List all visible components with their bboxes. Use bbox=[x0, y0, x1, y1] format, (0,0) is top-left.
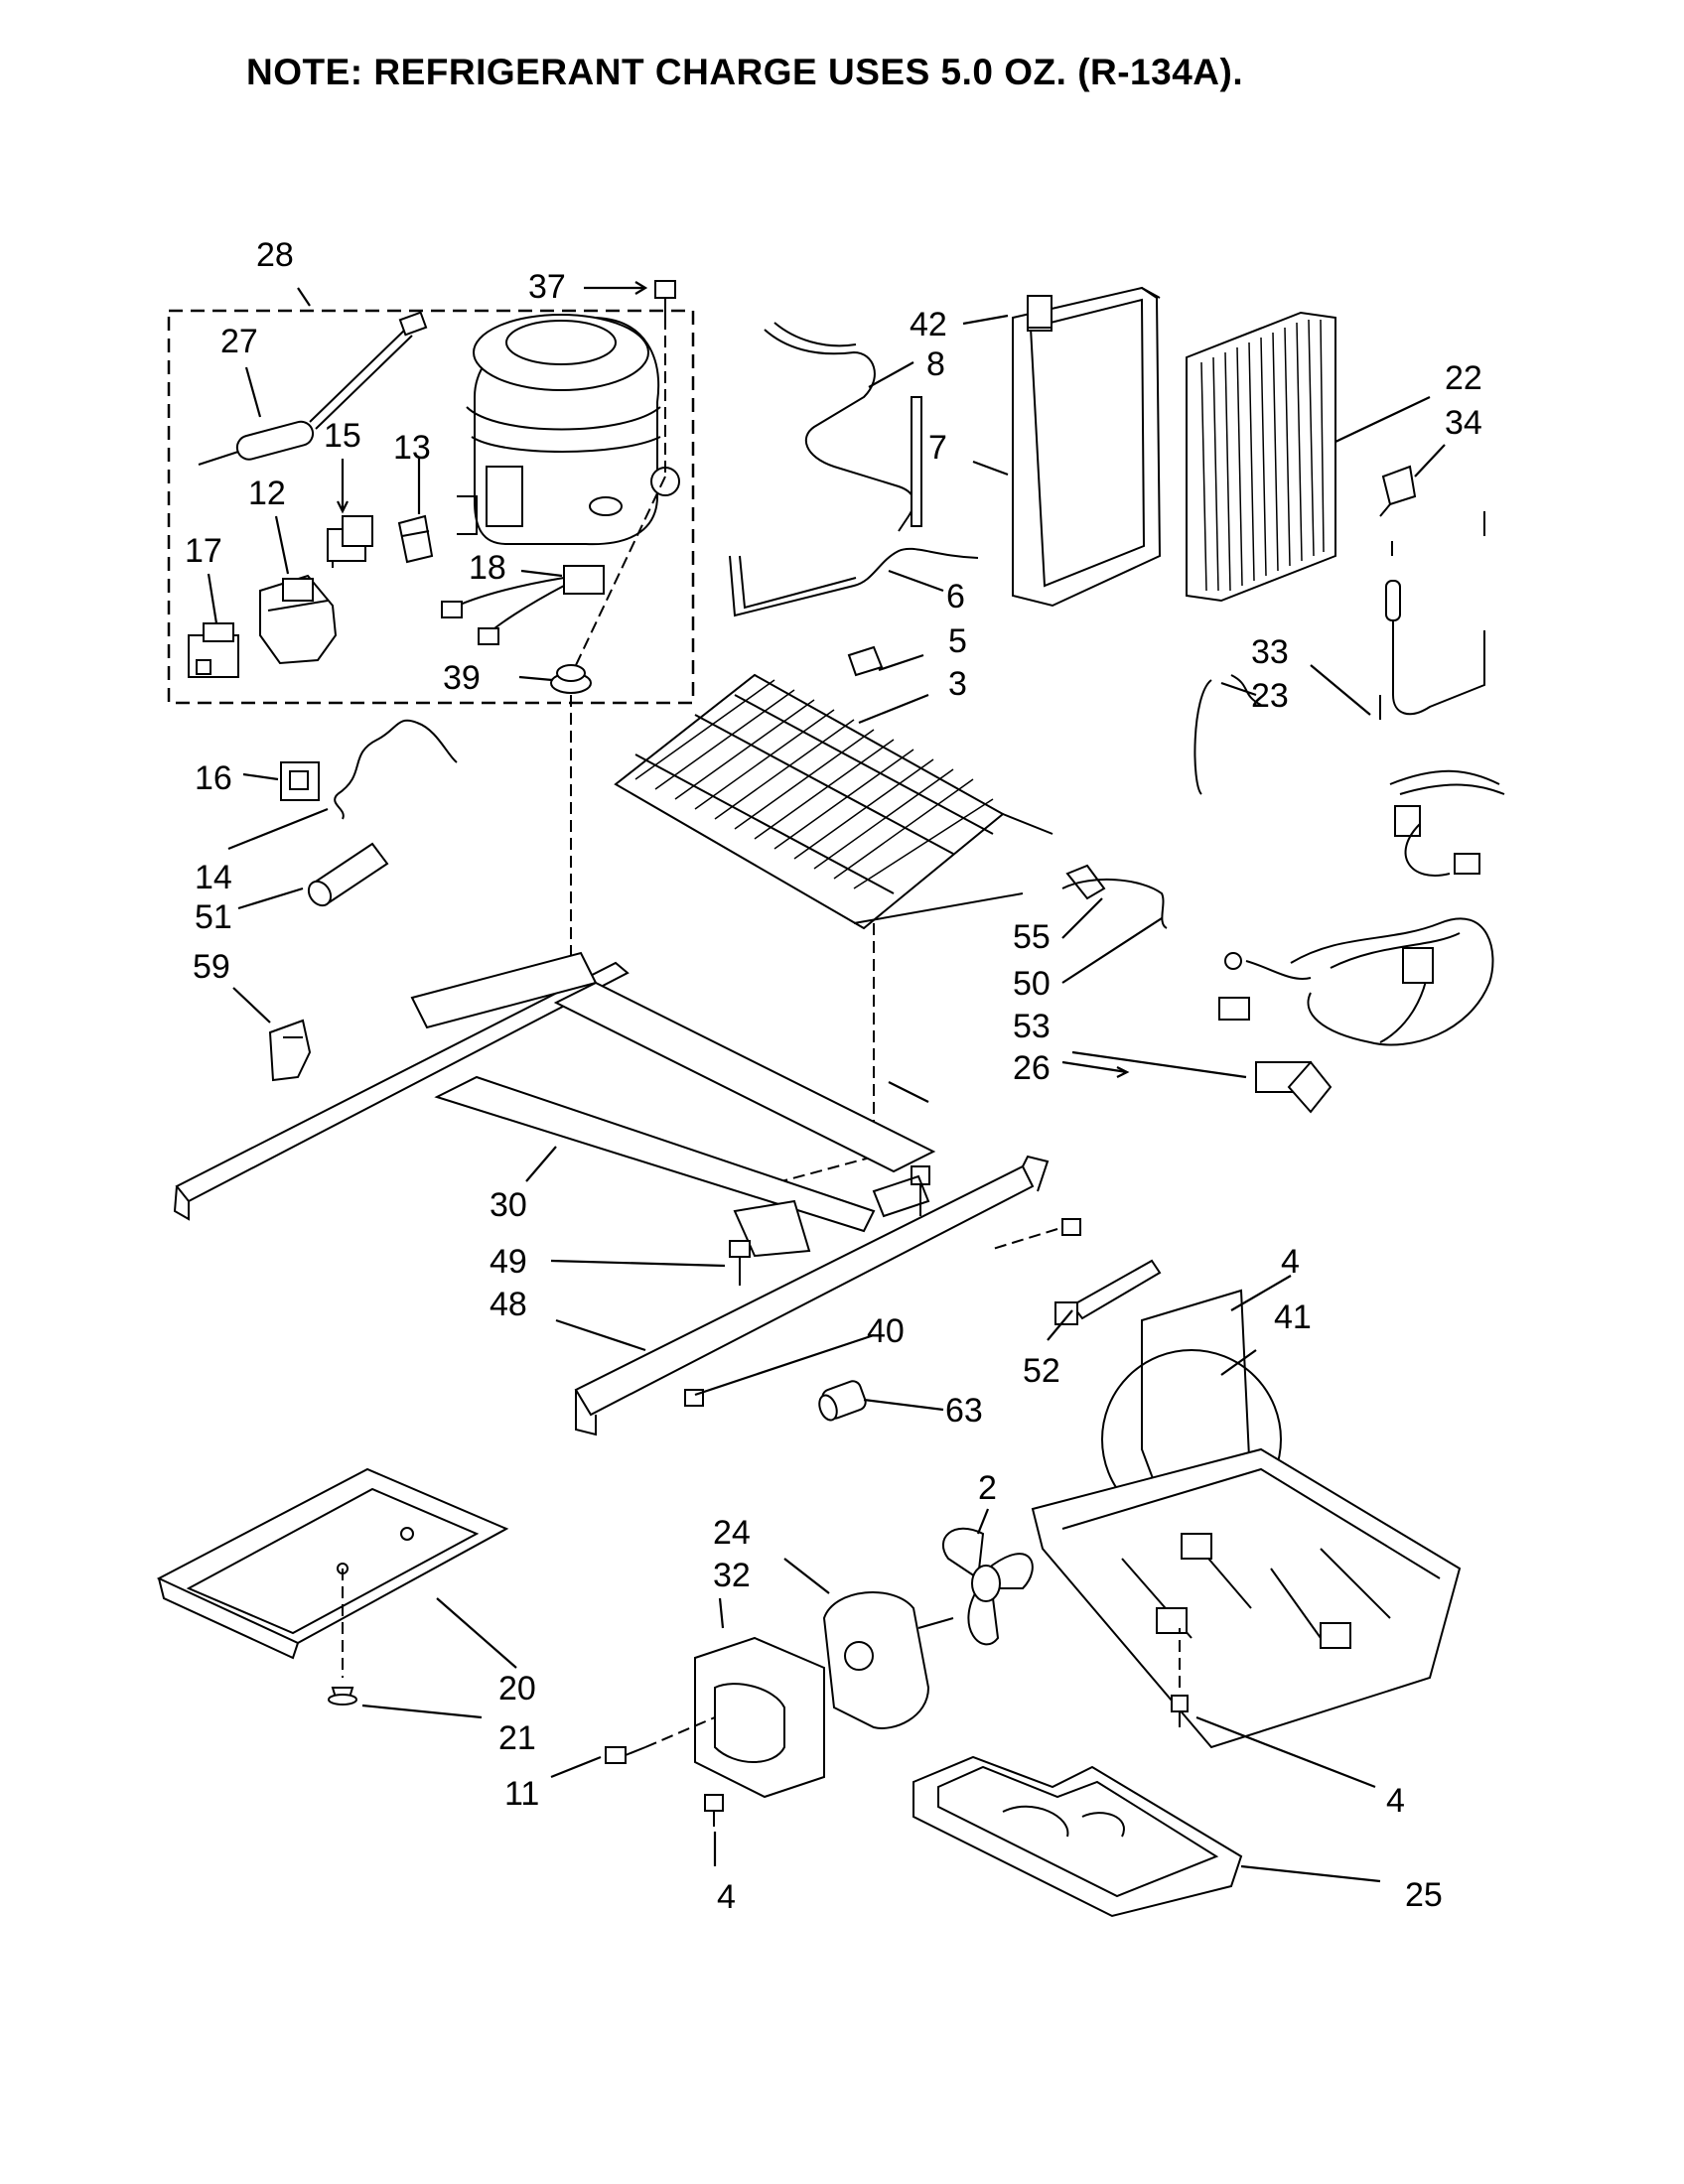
callout-4a: 4 bbox=[1281, 1243, 1300, 1281]
drain-pan-25 bbox=[912, 1755, 1243, 1918]
callout-23: 23 bbox=[1251, 677, 1289, 715]
evaporator-cover-7 bbox=[1012, 286, 1162, 608]
clip-42 bbox=[1027, 295, 1052, 329]
drier-33 bbox=[1379, 511, 1485, 720]
wire-14 bbox=[334, 719, 458, 820]
condenser-22 bbox=[1186, 311, 1336, 603]
base-rail-30 bbox=[173, 951, 936, 1258]
callout-25: 25 bbox=[1405, 1876, 1443, 1914]
callout-51: 51 bbox=[195, 898, 232, 936]
callout-16: 16 bbox=[195, 759, 232, 797]
grommet-39 bbox=[550, 664, 592, 694]
callout-27: 27 bbox=[220, 323, 258, 360]
callout-42: 42 bbox=[910, 306, 947, 343]
harness-18 bbox=[441, 565, 605, 645]
callout-34: 34 bbox=[1445, 404, 1482, 442]
callout-18: 18 bbox=[469, 549, 506, 587]
callout-40: 40 bbox=[867, 1312, 905, 1350]
relay-part-15 bbox=[327, 515, 373, 568]
callout-33: 33 bbox=[1251, 633, 1289, 671]
refrigerant-note: NOTE: REFRIGERANT CHARGE USES 5.0 OZ. (R… bbox=[246, 52, 1244, 92]
bracket-59 bbox=[268, 1019, 312, 1082]
compressor-kit-outline bbox=[167, 309, 695, 705]
tube-6 bbox=[729, 547, 979, 617]
overload-part-17 bbox=[188, 622, 239, 678]
callout-21: 21 bbox=[498, 1719, 536, 1757]
tube-23 bbox=[1193, 674, 1262, 795]
callout-39: 39 bbox=[443, 659, 481, 697]
screw-11 bbox=[605, 1746, 646, 1764]
callout-14: 14 bbox=[195, 859, 232, 896]
callout-37: 37 bbox=[528, 268, 566, 306]
evaporator-coil-3 bbox=[614, 673, 1053, 930]
cover-plate-20 bbox=[156, 1467, 509, 1660]
callout-52: 52 bbox=[1023, 1352, 1060, 1390]
clip-5 bbox=[847, 645, 884, 677]
motor-bracket-32 bbox=[694, 1636, 825, 1799]
callout-22: 22 bbox=[1445, 359, 1482, 397]
bolt-37 bbox=[654, 280, 676, 318]
fan-motor-24 bbox=[822, 1591, 954, 1729]
callout-6: 6 bbox=[946, 578, 965, 615]
start-device-12 bbox=[259, 574, 338, 665]
callout-5: 5 bbox=[948, 622, 967, 660]
callout-50: 50 bbox=[1013, 965, 1051, 1003]
capillary-dryer bbox=[198, 311, 428, 466]
callout-63: 63 bbox=[945, 1392, 983, 1430]
callout-17: 17 bbox=[185, 532, 222, 570]
callout-32: 32 bbox=[713, 1557, 751, 1594]
callout-30: 30 bbox=[490, 1186, 527, 1224]
tube-8 bbox=[764, 322, 922, 532]
callout-13: 13 bbox=[393, 429, 431, 467]
compressor bbox=[457, 314, 680, 546]
callout-15: 15 bbox=[324, 417, 361, 455]
callout-53: 53 bbox=[1013, 1008, 1051, 1045]
part-16 bbox=[280, 761, 320, 801]
callout-49: 49 bbox=[490, 1243, 527, 1281]
leader-lines bbox=[207, 281, 1446, 1883]
callout-11: 11 bbox=[504, 1775, 539, 1813]
callout-48: 48 bbox=[490, 1286, 527, 1323]
callout-24: 24 bbox=[713, 1514, 751, 1552]
fan-blade-2 bbox=[942, 1527, 1034, 1646]
bracket-34 bbox=[1379, 465, 1417, 517]
rail-48 bbox=[574, 1155, 1050, 1436]
callout-26: 26 bbox=[1013, 1049, 1051, 1087]
callout-12: 12 bbox=[248, 475, 286, 512]
callout-8: 8 bbox=[926, 345, 945, 383]
wire-50 bbox=[1061, 879, 1168, 929]
callout-7: 7 bbox=[928, 429, 947, 467]
screw-4-lower bbox=[704, 1794, 724, 1827]
screw-21 bbox=[328, 1687, 357, 1706]
callout-4b: 4 bbox=[717, 1878, 736, 1916]
callout-20: 20 bbox=[498, 1670, 536, 1707]
screw-4-right bbox=[1171, 1695, 1189, 1727]
screw-53 bbox=[911, 1165, 930, 1216]
part-63 bbox=[818, 1380, 867, 1422]
callout-41: 41 bbox=[1274, 1298, 1312, 1336]
sleeve-51 bbox=[307, 842, 389, 907]
cable-tie-52 bbox=[1054, 1259, 1162, 1325]
screw-49 bbox=[729, 1240, 751, 1286]
machine-compartment-41 bbox=[1031, 1289, 1462, 1749]
callout-55: 55 bbox=[1013, 918, 1051, 956]
callout-59: 59 bbox=[193, 948, 230, 986]
callout-3: 3 bbox=[948, 665, 967, 703]
wire-harness-26 bbox=[1218, 769, 1505, 1114]
callout-4c: 4 bbox=[1386, 1782, 1405, 1820]
callout-2: 2 bbox=[978, 1469, 997, 1507]
callout-28: 28 bbox=[256, 236, 294, 274]
clip-part-13 bbox=[397, 514, 434, 564]
screw-40 bbox=[684, 1218, 1081, 1407]
